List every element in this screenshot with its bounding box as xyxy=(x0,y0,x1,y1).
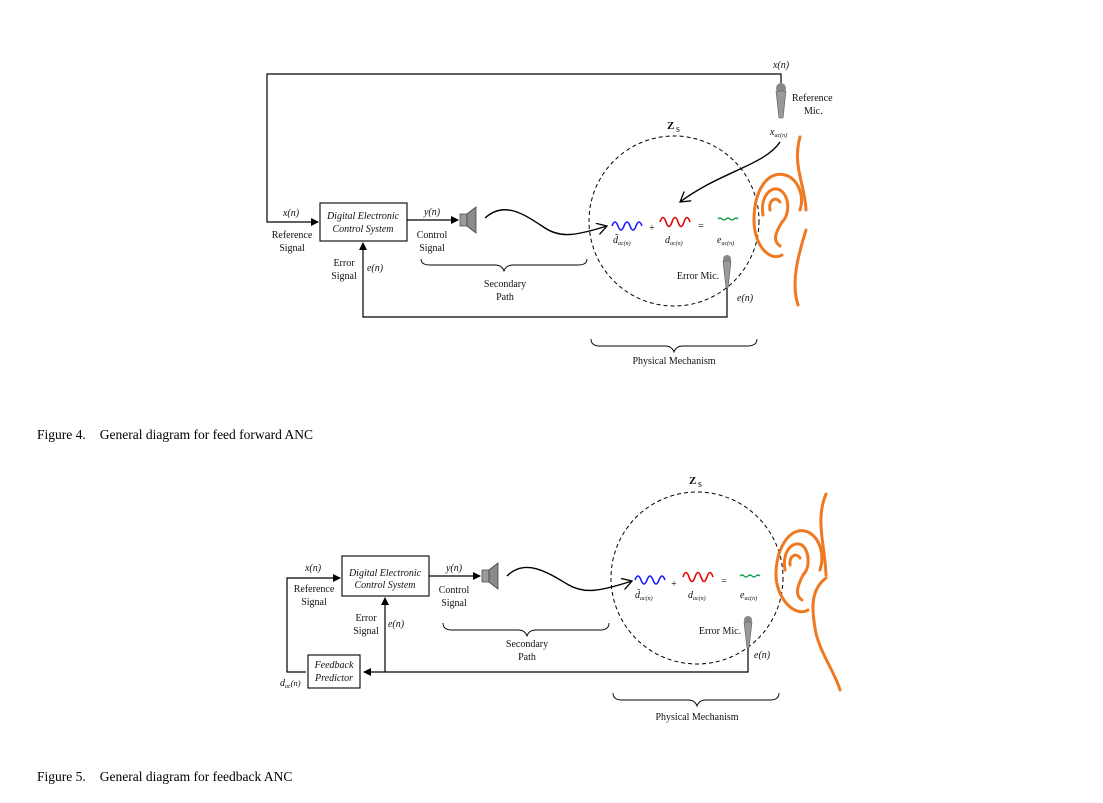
reference-loop-line xyxy=(266,73,782,226)
e-out-label: e(n) xyxy=(754,650,771,661)
d-ac-label: dac(n) xyxy=(688,590,706,602)
equals-sign: = xyxy=(721,576,727,587)
e-ac-label: eac(n) xyxy=(717,235,734,247)
error-feedback-line xyxy=(363,648,749,676)
error-signal-label: Error xyxy=(355,613,377,624)
zone-circle xyxy=(610,491,784,665)
d-ac-input-label: dac(n) xyxy=(280,678,301,690)
physical-mechanism-brace xyxy=(590,338,758,354)
caption-text: General diagram for feedback ANC xyxy=(99,769,293,784)
d-tilde-label: d̃ac(n) xyxy=(635,588,653,602)
control-system-block xyxy=(319,202,408,242)
caption-number: Figure 4. xyxy=(37,427,86,442)
control-signal-label: Control xyxy=(417,230,448,241)
error-mic-label: Error Mic. xyxy=(699,626,741,637)
acoustic-path-curve xyxy=(484,209,607,236)
ear-icon xyxy=(774,492,842,692)
secondary-path-brace xyxy=(420,258,588,273)
caption-number: Figure 5. xyxy=(37,769,86,784)
anti-noise-wave xyxy=(634,575,666,585)
block-label-2: Control System xyxy=(354,580,415,591)
physical-mechanism-brace xyxy=(612,692,780,708)
e-out-label: e(n) xyxy=(737,293,754,304)
physical-mechanism-label: Physical Mechanism xyxy=(632,356,715,367)
reference-signal-label: Reference xyxy=(294,584,335,595)
x-ac-label: xac(n) xyxy=(769,127,787,139)
feedback-predictor-block xyxy=(307,654,361,689)
block-label-1: Digital Electronic xyxy=(326,211,400,222)
error-wave xyxy=(717,217,739,221)
reference-signal-label-2: Signal xyxy=(301,597,327,608)
predictor-label-1: Feedback xyxy=(314,660,354,671)
secondary-path-label: Secondary xyxy=(506,639,548,650)
zone-sub: s xyxy=(676,124,680,135)
error-mic-label: Error Mic. xyxy=(677,271,719,282)
block-label-2: Control System xyxy=(332,224,393,235)
e-signal-label: e(n) xyxy=(388,619,405,630)
reference-mic-icon xyxy=(775,83,787,119)
error-mic-icon xyxy=(722,255,732,289)
physical-mechanism-label: Physical Mechanism xyxy=(655,712,738,723)
control-signal-label: Control xyxy=(439,585,470,596)
reference-mic-label: Reference xyxy=(792,93,833,104)
reference-mic-label-2: Mic. xyxy=(804,106,823,117)
d-ac-label: dac(n) xyxy=(665,235,683,247)
plus-sign: + xyxy=(649,223,655,234)
control-signal-label-2: Signal xyxy=(419,243,445,254)
d-tilde-label: d̃ac(n) xyxy=(613,233,631,247)
figure-4-caption: Figure 4. General diagram for feed forwar… xyxy=(37,427,313,443)
acoustic-path-curve xyxy=(506,566,632,592)
noise-wave xyxy=(682,571,714,583)
zone-label: Z xyxy=(667,120,674,132)
anti-noise-wave xyxy=(611,221,643,231)
secondary-path-brace xyxy=(442,622,610,638)
error-wave xyxy=(739,574,761,578)
control-signal-label-2: Signal xyxy=(441,598,467,609)
y-signal-label: y(n) xyxy=(445,563,463,574)
speaker-icon xyxy=(459,206,477,234)
equals-sign: = xyxy=(698,221,704,232)
error-mic-icon xyxy=(743,616,753,649)
secondary-path-label: Secondary xyxy=(484,279,526,290)
e-ac-label: eac(n) xyxy=(740,590,757,602)
figure-4-diagram: Digital Electronic Control System x(n) R… xyxy=(266,60,833,367)
error-feedback-line xyxy=(359,242,728,318)
x-signal-label: x(n) xyxy=(282,208,300,219)
control-system-block xyxy=(341,555,430,597)
error-signal-label-2: Signal xyxy=(353,626,379,637)
speaker-icon xyxy=(481,562,499,590)
error-signal-label-2: Signal xyxy=(331,271,357,282)
zone-sub: s xyxy=(698,479,702,490)
reference-signal-label-2: Signal xyxy=(279,243,305,254)
predictor-loop-line xyxy=(286,574,341,673)
secondary-path-label-2: Path xyxy=(518,652,536,663)
figure-5-caption: Figure 5. General diagram for feedback AN… xyxy=(37,769,292,785)
x-signal-label: x(n) xyxy=(304,563,322,574)
error-signal-label: Error xyxy=(333,258,355,269)
noise-wave xyxy=(659,216,691,228)
e-signal-label: e(n) xyxy=(367,263,384,274)
ear-icon xyxy=(752,135,808,307)
secondary-path-label-2: Path xyxy=(496,292,514,303)
caption-text: General diagram for feed forward ANC xyxy=(99,427,314,442)
y-signal-label: y(n) xyxy=(423,207,441,218)
zone-circle xyxy=(588,135,760,307)
top-x-label: x(n) xyxy=(772,60,790,71)
predictor-label-2: Predictor xyxy=(314,673,353,684)
zone-label: Z xyxy=(689,475,696,487)
plus-sign: + xyxy=(671,579,677,590)
block-label-1: Digital Electronic xyxy=(348,568,422,579)
figure-5-diagram: Digital Electronic Control System x(n) R… xyxy=(280,475,842,723)
reference-signal-label: Reference xyxy=(272,230,313,241)
noise-path-curve xyxy=(680,141,781,202)
